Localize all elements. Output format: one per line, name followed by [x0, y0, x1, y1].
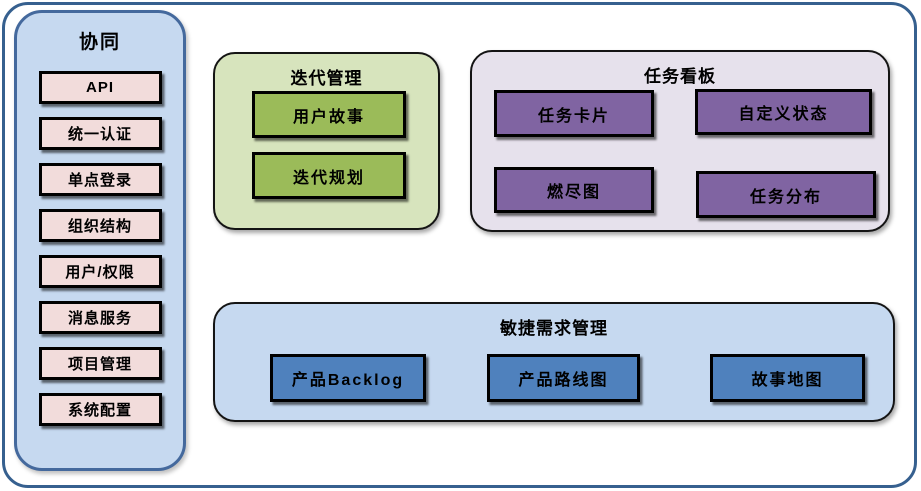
group-iteration-management: 迭代管理 用户故事 迭代规划: [213, 52, 440, 230]
sidebar-item-unified-auth: 统一认证: [38, 117, 162, 150]
group-task-kanban: 任务看板 任务卡片 自定义状态 燃尽图 任务分布: [470, 50, 890, 232]
item-iteration-planning: 迭代规划: [252, 152, 406, 199]
sidebar-item-user-permissions: 用户/权限: [38, 255, 162, 288]
item-product-roadmap: 产品路线图: [487, 354, 640, 402]
item-user-story: 用户故事: [252, 91, 406, 138]
sidebar-item-system-config: 系统配置: [38, 393, 162, 426]
sidebar-title: 协同: [78, 32, 121, 53]
sidebar-item-project-management: 项目管理: [38, 347, 162, 380]
sidebar-item-single-sign-on: 单点登录: [38, 163, 162, 196]
sidebar-collaboration: 协同 API 统一认证 单点登录 组织结构 用户/权限 消息服务 项目管理 系统…: [14, 10, 186, 471]
item-task-card: 任务卡片: [494, 90, 654, 137]
item-task-distribution: 任务分布: [696, 171, 876, 218]
item-product-backlog: 产品Backlog: [270, 354, 426, 402]
item-burndown-chart: 燃尽图: [494, 167, 654, 213]
sidebar-item-message-service: 消息服务: [38, 301, 162, 334]
item-custom-status: 自定义状态: [695, 89, 872, 135]
sidebar-item-list: API 统一认证 单点登录 组织结构 用户/权限 消息服务 项目管理 系统配置: [38, 71, 162, 426]
sidebar-item-api: API: [38, 71, 162, 104]
sidebar-item-org-structure: 组织结构: [38, 209, 162, 242]
group-iteration-title: 迭代管理: [290, 69, 363, 88]
group-agile-requirement-management: 敏捷需求管理 产品Backlog 产品路线图 故事地图: [213, 302, 895, 422]
item-story-map: 故事地图: [710, 354, 865, 402]
group-agile-title: 敏捷需求管理: [500, 319, 608, 338]
group-kanban-title: 任务看板: [644, 67, 716, 86]
